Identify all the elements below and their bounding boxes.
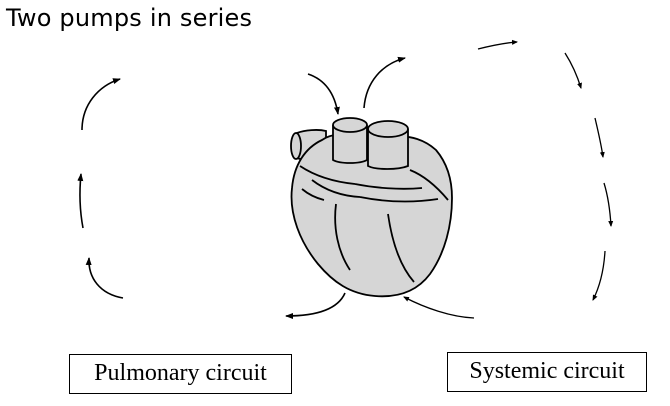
pulmonary-circuit-arrows xyxy=(77,78,346,319)
vena-cava-opening xyxy=(332,117,368,133)
pulmonary-arrow-middle xyxy=(77,173,84,229)
pulmonary-vessel-opening xyxy=(290,132,302,160)
systemic-return-arrow xyxy=(403,296,475,319)
outflow-arrow xyxy=(363,56,406,109)
aorta-opening xyxy=(367,120,409,138)
pulmonary-return-arrow xyxy=(285,292,346,319)
heart-illustration xyxy=(290,117,453,298)
systemic-arrow-3 xyxy=(594,117,605,158)
systemic-circuit-arrows xyxy=(403,39,614,319)
vessel-arrows xyxy=(307,56,406,115)
systemic-circuit-label: Systemic circuit xyxy=(447,352,647,392)
inflow-arrow xyxy=(307,73,340,115)
pulmonary-circuit-label: Pulmonary circuit xyxy=(69,354,292,394)
pulmonary-arrow-bottom xyxy=(85,257,124,299)
systemic-arrow-4 xyxy=(603,182,614,227)
diagram-title: Two pumps in series xyxy=(6,4,253,32)
heart-detail-lines xyxy=(299,165,449,283)
aorta-vessel xyxy=(367,129,409,170)
vena-cava-vessel xyxy=(332,125,368,164)
systemic-arrow-2 xyxy=(564,52,582,89)
systemic-arrow-5 xyxy=(592,250,606,301)
pulmonary-arrow-top xyxy=(81,78,121,131)
systemic-arrow-1 xyxy=(477,39,518,50)
